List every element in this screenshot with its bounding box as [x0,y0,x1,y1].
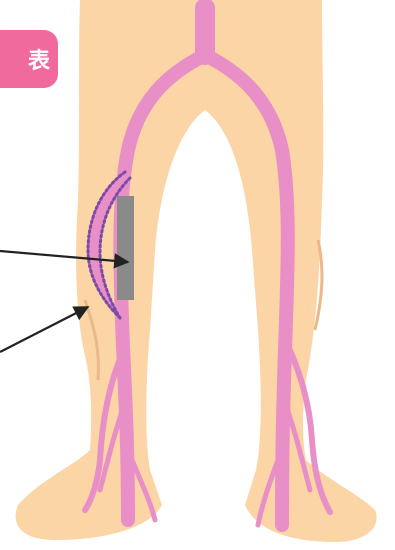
label-badge-text: 表 [28,43,50,75]
arrow-icon [0,307,88,352]
occluded-segment [117,196,134,300]
label-badge: 表 [0,30,58,88]
